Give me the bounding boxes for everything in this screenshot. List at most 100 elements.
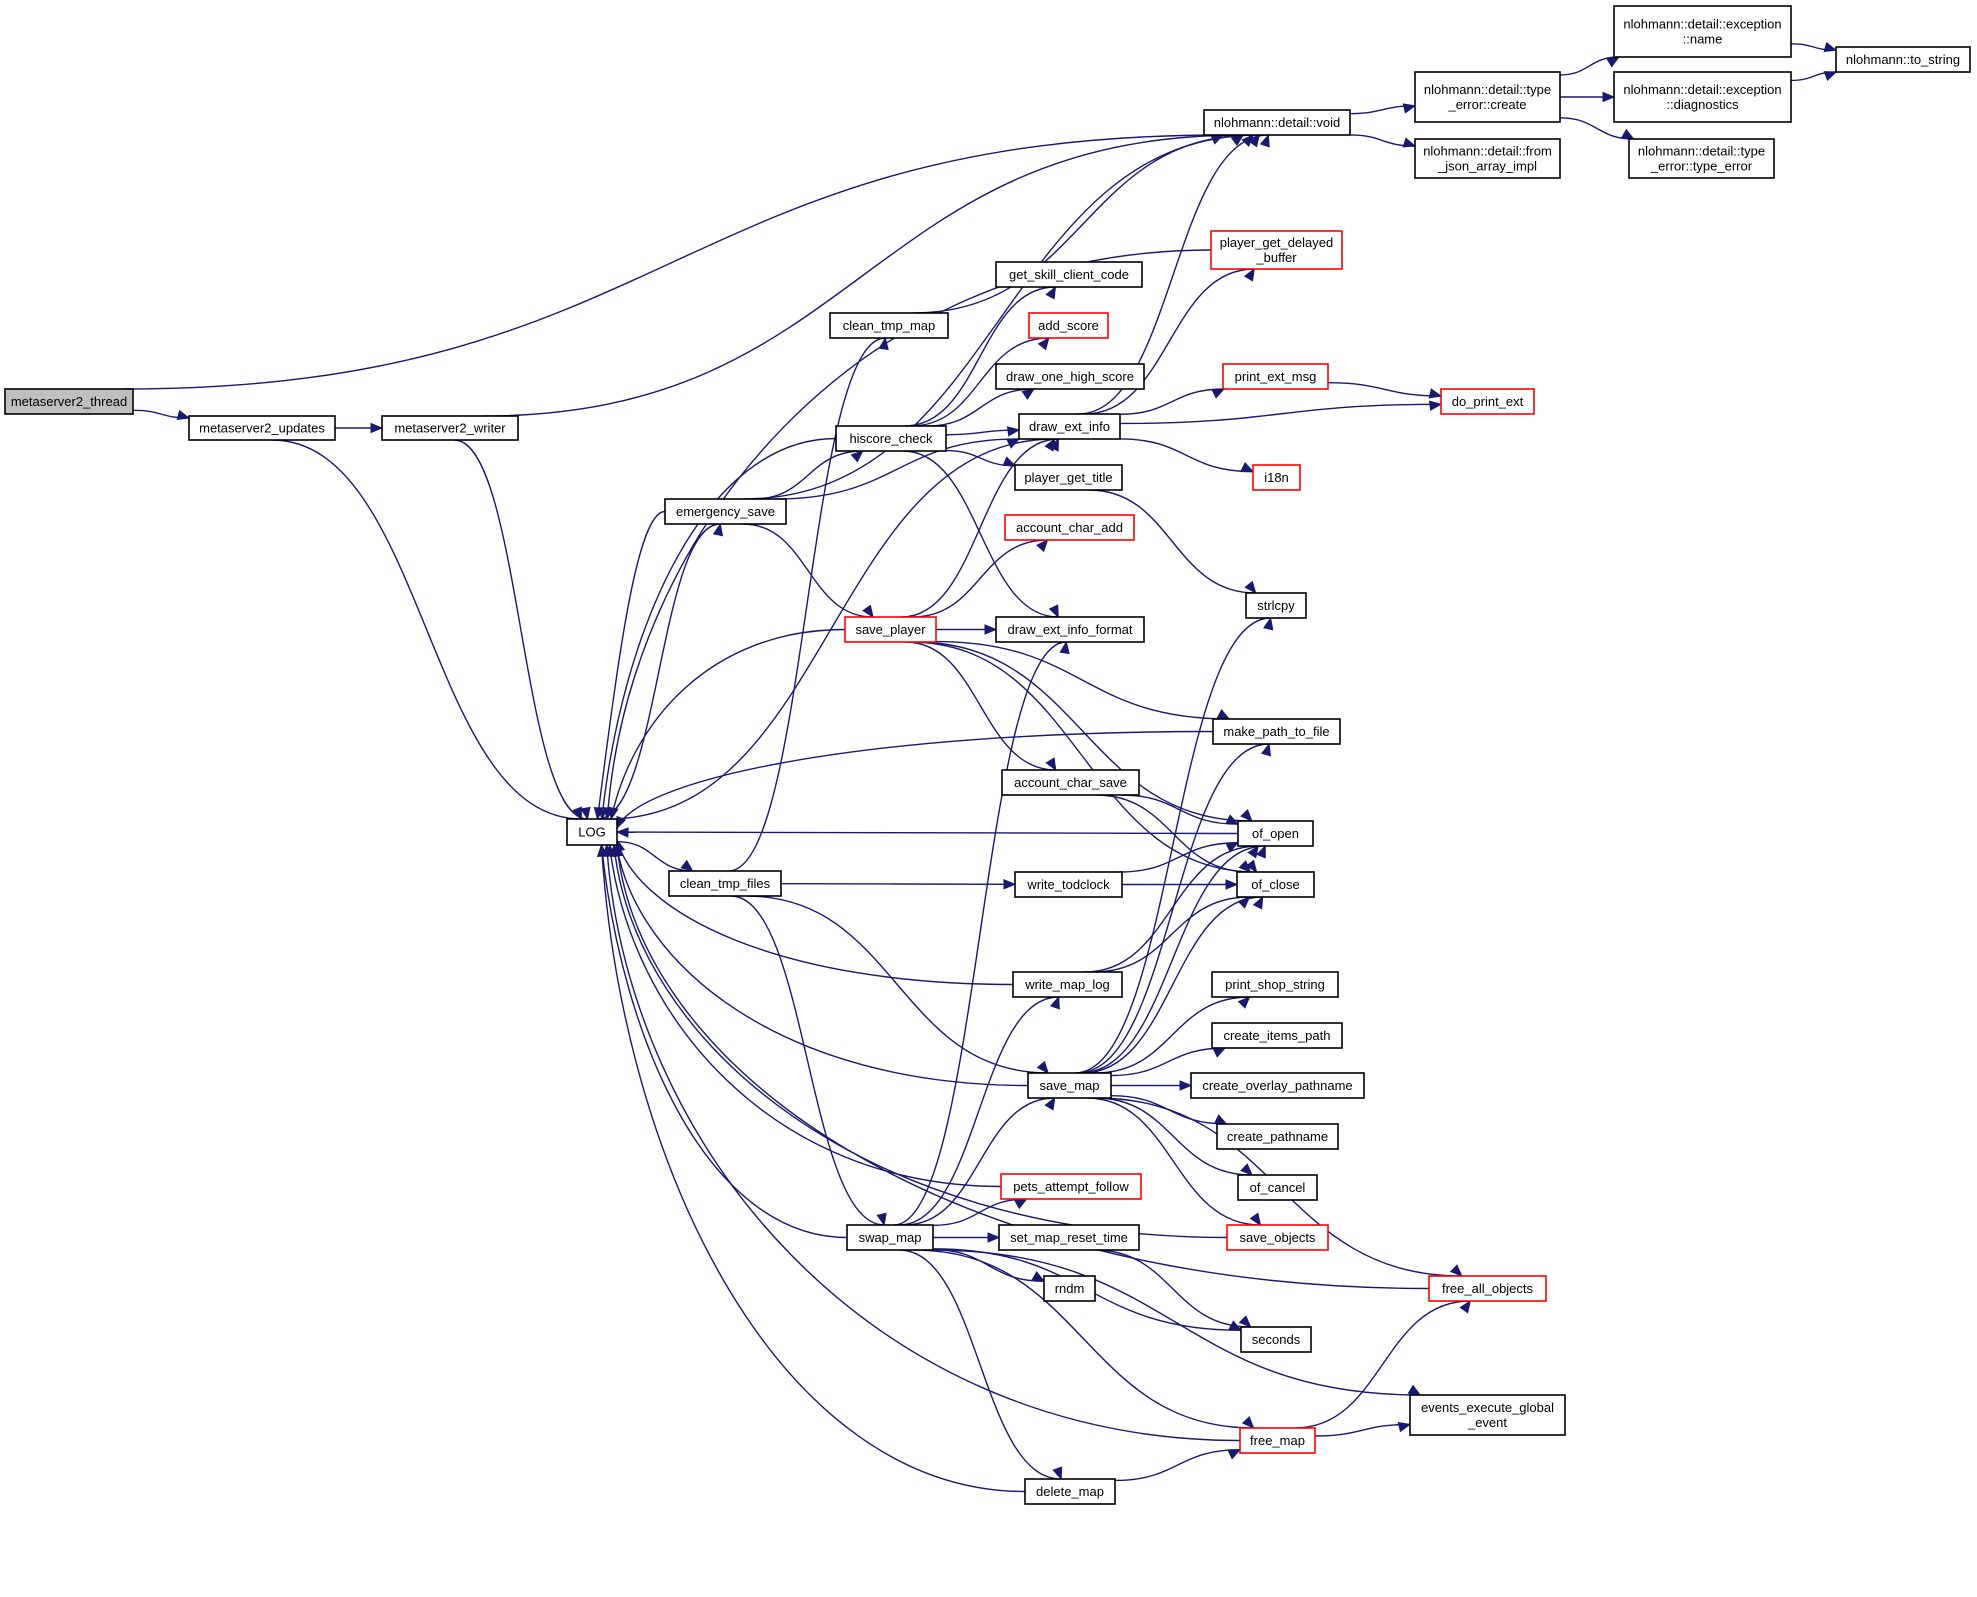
node-box[interactable] xyxy=(995,363,1145,390)
node-box[interactable] xyxy=(1014,464,1123,491)
node-LOG[interactable]: LOG xyxy=(566,818,618,846)
node-delete-map[interactable]: delete_map xyxy=(1024,1478,1116,1505)
node-box[interactable] xyxy=(1414,138,1561,179)
node-nl-from-json[interactable]: nlohmann::detail::from_json_array_impl xyxy=(1414,138,1561,179)
node-box[interactable] xyxy=(1236,871,1315,898)
node-box[interactable] xyxy=(1210,230,1343,270)
node-box[interactable] xyxy=(1018,413,1121,440)
node-nl-void[interactable]: nlohmann::detail::void xyxy=(1203,109,1351,136)
node-swap-map[interactable]: swap_map xyxy=(846,1224,934,1251)
node-nl-diag[interactable]: nlohmann::detail::exception::diagnostics xyxy=(1613,71,1792,123)
node-box[interactable] xyxy=(188,415,336,441)
node-metaserver2-writer[interactable]: metaserver2_writer xyxy=(381,415,519,441)
node-box[interactable] xyxy=(1001,769,1140,796)
node-metaserver2-updates[interactable]: metaserver2_updates xyxy=(188,415,336,441)
node-hiscore-check[interactable]: hiscore_check xyxy=(835,425,947,452)
node-box[interactable] xyxy=(1237,1174,1318,1201)
node-box[interactable] xyxy=(1000,1173,1142,1200)
node-box[interactable] xyxy=(1239,1427,1316,1454)
node-create-items-path[interactable]: create_items_path xyxy=(1211,1022,1343,1049)
node-events-execute-global-event[interactable]: events_execute_global_event xyxy=(1409,1394,1566,1436)
node-box[interactable] xyxy=(1628,138,1775,179)
node-save-objects[interactable]: save_objects xyxy=(1226,1224,1329,1251)
node-box[interactable] xyxy=(1613,71,1792,123)
node-free-all-objects[interactable]: free_all_objects xyxy=(1428,1275,1547,1302)
node-emergency-save[interactable]: emergency_save xyxy=(664,498,787,525)
node-box[interactable] xyxy=(846,1224,934,1251)
node-print-shop-string[interactable]: print_shop_string xyxy=(1211,971,1339,998)
node-box[interactable] xyxy=(381,415,519,441)
node-nl-to-string[interactable]: nlohmann::to_string xyxy=(1835,46,1971,73)
node-box[interactable] xyxy=(1835,46,1971,73)
node-box[interactable] xyxy=(1211,1022,1343,1049)
node-draw-ext-info[interactable]: draw_ext_info xyxy=(1018,413,1121,440)
node-box[interactable] xyxy=(668,870,782,897)
node-box[interactable] xyxy=(1028,312,1109,339)
node-box[interactable] xyxy=(1226,1224,1329,1251)
node-box[interactable] xyxy=(1222,363,1329,390)
node-of-open[interactable]: of_open xyxy=(1237,820,1314,847)
node-box[interactable] xyxy=(1027,1072,1112,1099)
node-of-close[interactable]: of_close xyxy=(1236,871,1315,898)
node-clean-tmp-files[interactable]: clean_tmp_files xyxy=(668,870,782,897)
node-box[interactable] xyxy=(1190,1072,1365,1099)
node-add-score[interactable]: add_score xyxy=(1028,312,1109,339)
node-player-get-title[interactable]: player_get_title xyxy=(1014,464,1123,491)
node-box[interactable] xyxy=(844,616,937,643)
node-box[interactable] xyxy=(829,312,949,339)
node-box[interactable] xyxy=(664,498,787,525)
node-save-map[interactable]: save_map xyxy=(1027,1072,1112,1099)
node-do-print-ext[interactable]: do_print_ext xyxy=(1440,388,1535,415)
node-box[interactable] xyxy=(1211,971,1339,998)
node-seconds[interactable]: seconds xyxy=(1240,1326,1312,1353)
node-box[interactable] xyxy=(1212,718,1341,745)
node-draw-one-high-score[interactable]: draw_one_high_score xyxy=(995,363,1145,390)
node-strlcpy[interactable]: strlcpy xyxy=(1245,592,1307,619)
node-box[interactable] xyxy=(1245,592,1307,619)
node-box[interactable] xyxy=(4,388,134,415)
node-box[interactable] xyxy=(1216,1123,1339,1150)
node-box[interactable] xyxy=(995,261,1143,288)
node-box[interactable] xyxy=(1428,1275,1547,1302)
node-write-map-log[interactable]: write_map_log xyxy=(1012,971,1123,998)
node-box[interactable] xyxy=(1440,388,1535,415)
node-box[interactable] xyxy=(1203,109,1351,136)
node-box[interactable] xyxy=(1414,71,1561,123)
node-box[interactable] xyxy=(1004,514,1135,541)
node-box[interactable] xyxy=(995,616,1145,643)
node-get-skill-client-code[interactable]: get_skill_client_code xyxy=(995,261,1143,288)
node-free-map[interactable]: free_map xyxy=(1239,1427,1316,1454)
node-box[interactable] xyxy=(998,1224,1140,1251)
node-pets-attempt-follow[interactable]: pets_attempt_follow xyxy=(1000,1173,1142,1200)
node-box[interactable] xyxy=(1237,820,1314,847)
node-of-cancel[interactable]: of_cancel xyxy=(1237,1174,1318,1201)
node-player-get-delayed-buffer[interactable]: player_get_delayed_buffer xyxy=(1210,230,1343,270)
node-i18n[interactable]: i18n xyxy=(1252,464,1301,491)
node-account-char-add[interactable]: account_char_add xyxy=(1004,514,1135,541)
node-metaserver2-thread[interactable]: metaserver2_thread xyxy=(4,388,134,415)
node-create-pathname[interactable]: create_pathname xyxy=(1216,1123,1339,1150)
node-draw-ext-info-format[interactable]: draw_ext_info_format xyxy=(995,616,1145,643)
node-nl-type-error[interactable]: nlohmann::detail::type_error::type_error xyxy=(1628,138,1775,179)
node-rndm[interactable]: rndm xyxy=(1043,1275,1096,1302)
node-nl-create[interactable]: nlohmann::detail::type_error::create xyxy=(1414,71,1561,123)
node-write-todclock[interactable]: write_todclock xyxy=(1014,871,1123,898)
node-box[interactable] xyxy=(1409,1394,1566,1436)
node-account-char-save[interactable]: account_char_save xyxy=(1001,769,1140,796)
node-box[interactable] xyxy=(1012,971,1123,998)
node-print-ext-msg[interactable]: print_ext_msg xyxy=(1222,363,1329,390)
node-create-overlay-pathname[interactable]: create_overlay_pathname xyxy=(1190,1072,1365,1099)
node-set-map-reset-time[interactable]: set_map_reset_time xyxy=(998,1224,1140,1251)
node-clean-tmp-map[interactable]: clean_tmp_map xyxy=(829,312,949,339)
node-box[interactable] xyxy=(1014,871,1123,898)
node-box[interactable] xyxy=(835,425,947,452)
node-save-player[interactable]: save_player xyxy=(844,616,937,643)
node-box[interactable] xyxy=(1240,1326,1312,1353)
node-box[interactable] xyxy=(1024,1478,1116,1505)
node-box[interactable] xyxy=(1613,5,1792,58)
node-box[interactable] xyxy=(1252,464,1301,491)
node-box[interactable] xyxy=(566,818,618,846)
node-box[interactable] xyxy=(1043,1275,1096,1302)
node-make-path-to-file[interactable]: make_path_to_file xyxy=(1212,718,1341,745)
node-nl-name[interactable]: nlohmann::detail::exception::name xyxy=(1613,5,1792,58)
